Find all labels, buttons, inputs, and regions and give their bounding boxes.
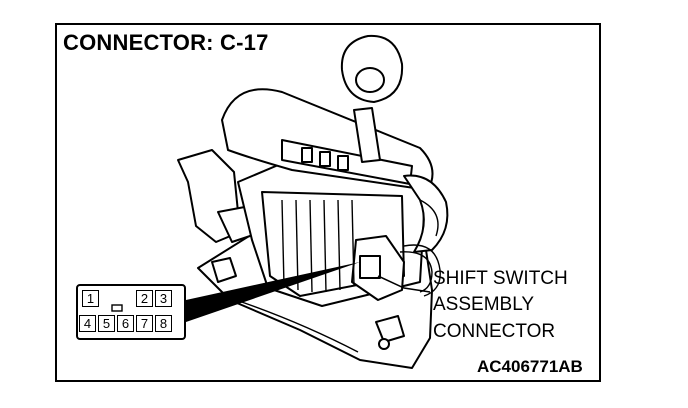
- connector-pin: 5: [98, 315, 115, 332]
- connector-pin: 7: [136, 315, 153, 332]
- connector-pin: 2: [136, 290, 153, 307]
- connector-pin: 8: [155, 315, 172, 332]
- connector-pin: 4: [79, 315, 96, 332]
- figure-code: AC406771AB: [477, 357, 583, 376]
- connector-title: CONNECTOR: C-17: [63, 30, 269, 55]
- connector-pin: 1: [82, 290, 99, 307]
- connector-pin: 6: [117, 315, 134, 332]
- callout-line-1: SHIFT SWITCH: [433, 268, 568, 289]
- callout-line-3: CONNECTOR: [433, 321, 556, 342]
- callout-line-2: ASSEMBLY: [433, 294, 535, 315]
- connector-pin: 3: [155, 290, 172, 307]
